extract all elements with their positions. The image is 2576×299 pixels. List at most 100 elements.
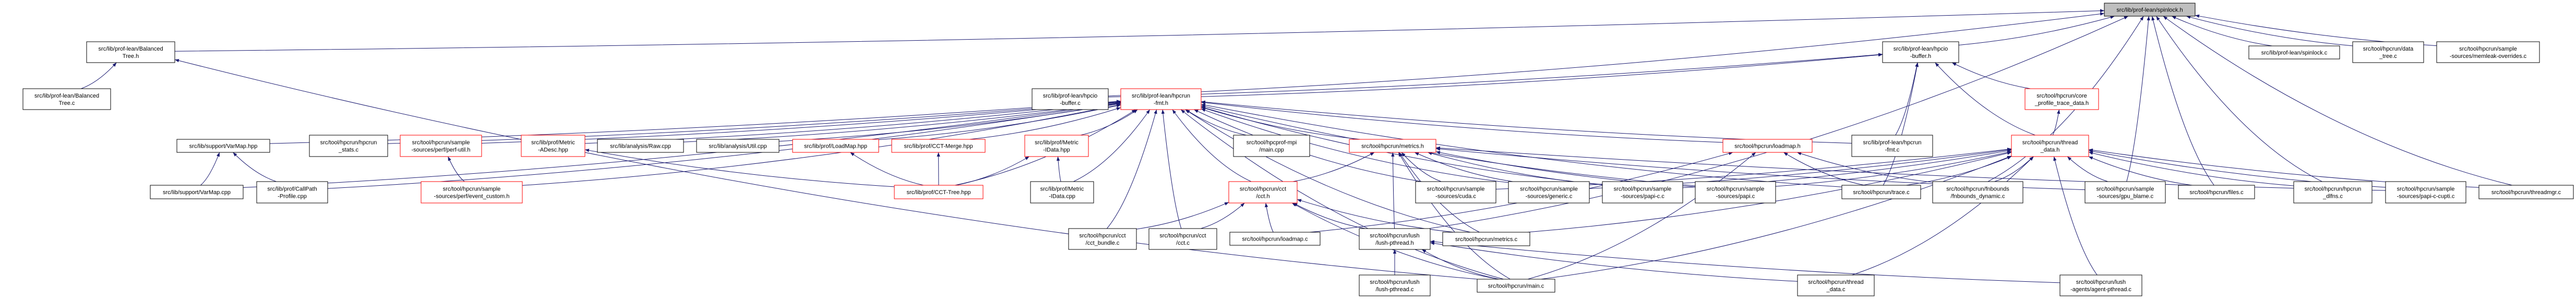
node-cct-bundle[interactable]: src/tool/hpcrun/cct/cct_bundle.c [1068,228,1137,250]
node-box[interactable] [2352,41,2424,63]
node-generic[interactable]: src/tool/hpcrun/sample-sources/generic.c [1508,181,1590,204]
node-metrics-h[interactable]: src/tool/hpcrun/metrics.h [1349,139,1436,153]
node-box[interactable] [2385,181,2466,204]
node-hpcprof-main[interactable]: src/tool/hpcprof-mpi/main.cpp [1233,135,1310,157]
node-spinlock-c[interactable]: src/lib/prof-lean/spinlock.c [2248,45,2340,59]
node-hpcrun-stats[interactable]: src/tool/hpcrun/hpcrun_stats.c [309,135,388,157]
node-box[interactable] [1882,41,1959,63]
node-box[interactable] [2024,88,2099,110]
node-box[interactable] [22,88,111,110]
node-box[interactable] [696,139,780,153]
node-main-c[interactable]: src/tool/hpcrun/main.c [1477,279,1555,293]
node-spinlock-h[interactable]: src/lib/prof-lean/spinlock.h [2104,3,2196,17]
node-box[interactable] [1602,181,1683,204]
node-box[interactable] [521,135,585,157]
node-metrics-c[interactable]: src/tool/hpcrun/metrics.c [1442,232,1530,246]
node-Metric-IData-hpp[interactable]: src/lib/prof/Metric-IData.hpp [1024,135,1089,157]
node-box[interactable] [2293,181,2373,204]
node-core-ptd-h[interactable]: src/tool/hpcrun/core_profile_trace_data.… [2024,88,2099,110]
node-box[interactable] [1349,139,1436,153]
node-box[interactable] [1359,228,1431,250]
node-cct-h[interactable]: src/tool/hpcrun/cct/cct.h [1228,181,1298,204]
node-box[interactable] [1415,181,1496,204]
node-cct-c[interactable]: src/tool/hpcrun/cct/cct.c [1148,228,1217,250]
node-box[interactable] [1477,279,1555,293]
node-trace[interactable]: src/tool/hpcrun/trace.c [1841,185,1921,199]
node-CCT-Merge[interactable]: src/lib/prof/CCT-Merge.hpp [891,139,986,153]
node-hpcio-buffer-h[interactable]: src/lib/prof-lean/hpcio-buffer.h [1882,41,1959,63]
node-cuda[interactable]: src/tool/hpcrun/sample-sources/cuda.c [1415,181,1496,204]
node-box[interactable] [1030,181,1094,204]
node-box[interactable] [150,185,244,199]
node-Util[interactable]: src/lib/analysis/Util.cpp [696,139,780,153]
node-box[interactable] [891,139,986,153]
node-Raw[interactable]: src/lib/analysis/Raw.cpp [597,139,684,153]
node-box[interactable] [1032,88,1109,110]
node-box[interactable] [1442,232,1530,246]
node-box[interactable] [1695,181,1776,204]
node-box[interactable] [2011,135,2089,157]
node-files[interactable]: src/tool/hpcrun/files.c [2178,185,2255,199]
node-box[interactable] [597,139,684,153]
node-box[interactable] [86,41,175,63]
node-thread-data-h[interactable]: src/tool/hpcrun/thread_data.h [2011,135,2089,157]
node-box[interactable] [2248,45,2340,59]
node-box[interactable] [1841,185,1921,199]
node-fnbounds[interactable]: src/tool/hpcrun/fnbounds/fnbounds_dynami… [1932,181,2023,204]
node-hpcio-buffer-c[interactable]: src/lib/prof-lean/hpcio-buffer.c [1032,88,1109,110]
node-box[interactable] [2059,274,2142,296]
node-box[interactable] [1508,181,1590,204]
node-CCT-Tree[interactable]: src/lib/prof/CCT-Tree.hpp [894,185,984,199]
node-loadmap-c[interactable]: src/tool/hpcrun/loadmap.c [1229,232,1321,246]
node-box[interactable] [309,135,388,157]
node-papi[interactable]: src/tool/hpcrun/sample-sources/papi.c [1695,181,1776,204]
node-lush-pthread-h[interactable]: src/tool/hpcrun/lush/lush-pthread.h [1359,228,1431,250]
node-LoadMap-hpp[interactable]: src/lib/prof/LoadMap.hpp [792,139,879,153]
node-box[interactable] [1229,232,1321,246]
node-threadmgr[interactable]: src/tool/hpcrun/threadmgr.c [2478,185,2574,199]
node-gpu-blame[interactable]: src/tool/hpcrun/sample-sources/gpu_blame… [2084,181,2166,204]
node-cupti[interactable]: src/tool/hpcrun/sample-sources/papi-c-cu… [2385,181,2466,204]
node-box[interactable] [1851,135,1933,157]
node-box[interactable] [2104,3,2196,17]
node-VarMap-cpp[interactable]: src/lib/support/VarMap.cpp [150,185,244,199]
node-perf-util[interactable]: src/tool/hpcrun/sample-sources/perf/perf… [400,135,482,157]
node-VarMap-hpp[interactable]: src/lib/support/VarMap.hpp [176,139,270,153]
node-box[interactable] [1932,181,2023,204]
node-box[interactable] [1120,88,1202,110]
node-box[interactable] [1024,135,1089,157]
node-box[interactable] [1359,274,1431,296]
node-data-tree-c[interactable]: src/tool/hpcrun/data_tree.c [2352,41,2424,63]
node-hpcrun-fmt-h[interactable]: src/lib/prof-lean/hpcrun-fmt.h [1120,88,1202,110]
node-agent-pthread[interactable]: src/tool/hpcrun/lush-agents/agent-pthrea… [2059,274,2142,296]
node-box[interactable] [1797,274,1875,296]
node-Metric-ADesc[interactable]: src/lib/prof/Metric-ADesc.hpp [521,135,585,157]
node-papi-c[interactable]: src/tool/hpcrun/sample-sources/papi-c.c [1602,181,1683,204]
node-box[interactable] [256,181,328,204]
node-box[interactable] [1722,139,1813,153]
node-box[interactable] [1233,135,1310,157]
node-box[interactable] [421,181,523,204]
node-box[interactable] [2178,185,2255,199]
node-box[interactable] [2478,185,2574,199]
node-Metric-IData-cpp[interactable]: src/lib/prof/Metric-IData.cpp [1030,181,1094,204]
node-memleak[interactable]: src/tool/hpcrun/sample-sources/memleak-o… [2436,41,2540,63]
node-box[interactable] [400,135,482,157]
node-box[interactable] [1068,228,1137,250]
node-box[interactable] [1148,228,1217,250]
node-thread-data-c[interactable]: src/tool/hpcrun/thread_data.c [1797,274,1875,296]
node-CallPath[interactable]: src/lib/prof/CallPath-Profile.cpp [256,181,328,204]
node-box[interactable] [792,139,879,153]
node-box[interactable] [894,185,984,199]
node-event-custom[interactable]: src/tool/hpcrun/sample-sources/perf/even… [421,181,523,204]
node-box[interactable] [2436,41,2540,63]
node-loadmap-h[interactable]: src/tool/hpcrun/loadmap.h [1722,139,1813,153]
node-box[interactable] [176,139,270,153]
node-dlfns[interactable]: src/tool/hpcrun/hpcrun_dlfns.c [2293,181,2373,204]
node-hpcrun-fmt-c[interactable]: src/lib/prof-lean/hpcrun-fmt.c [1851,135,1933,157]
node-lush-pthread-c[interactable]: src/tool/hpcrun/lush/lush-pthread.c [1359,274,1431,296]
node-box[interactable] [2084,181,2166,204]
node-box[interactable] [1228,181,1298,204]
